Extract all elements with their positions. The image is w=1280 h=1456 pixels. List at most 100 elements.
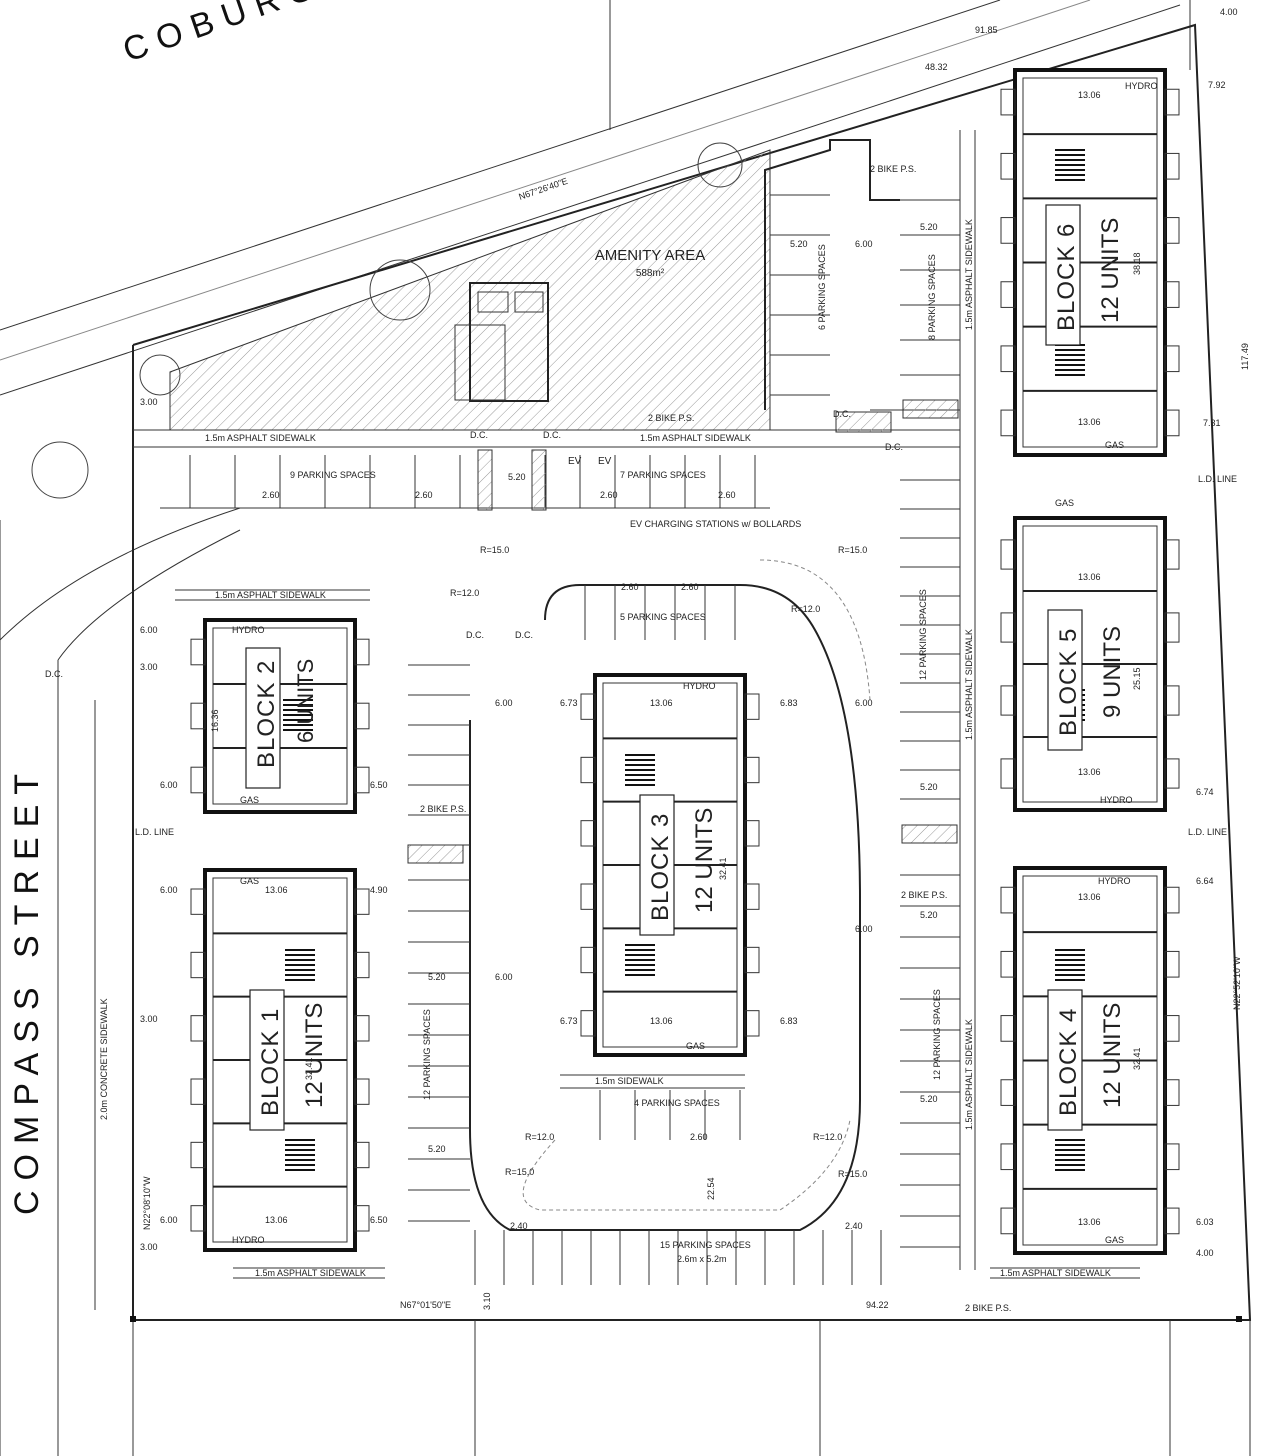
porch	[1000, 950, 1016, 978]
svg-text:1.5m ASPHALT SIDEWALK: 1.5m ASPHALT SIDEWALK	[215, 590, 326, 600]
svg-text:GAS: GAS	[1055, 498, 1074, 508]
block-4-label: BLOCK 4 12 UNITS	[1047, 989, 1126, 1131]
svg-text:32.41: 32.41	[718, 857, 728, 880]
svg-text:6.00: 6.00	[160, 780, 178, 790]
central-loop: R=15.0 R=12.0 R=15.0 R=12.0 R=12.0 R=15.…	[450, 545, 871, 1231]
svg-text:2 BIKE P.S.: 2 BIKE P.S.	[965, 1303, 1011, 1313]
amenity-area-size: 588m²	[636, 268, 665, 279]
stair-icon	[1055, 149, 1085, 181]
porch	[190, 1205, 206, 1232]
porch	[354, 888, 370, 915]
svg-text:N67°01'50"E: N67°01'50"E	[400, 1300, 451, 1310]
svg-text:N22°52'10"W: N22°52'10"W	[1232, 956, 1242, 1010]
svg-text:GAS: GAS	[240, 795, 259, 805]
porch	[1164, 685, 1180, 716]
porch	[1000, 281, 1016, 308]
svg-text:6.00: 6.00	[495, 698, 513, 708]
svg-text:32.41: 32.41	[1132, 1047, 1142, 1070]
svg-text:2 BIKE P.S.: 2 BIKE P.S.	[420, 804, 466, 814]
svg-text:GAS: GAS	[240, 876, 259, 886]
porch	[354, 1205, 370, 1232]
svg-text:12 PARKING SPACES: 12 PARKING SPACES	[918, 589, 928, 680]
stair-icon	[625, 944, 655, 976]
svg-text:BLOCK 6: BLOCK 6	[1053, 223, 1080, 331]
porch	[744, 756, 760, 784]
svg-text:2.60: 2.60	[600, 490, 618, 500]
svg-text:2.40: 2.40	[845, 1221, 863, 1231]
tree-icon	[31, 142, 743, 499]
buildings	[190, 68, 1180, 1255]
north-sidewalk: 1.5m ASPHALT SIDEWALK 1.5m ASPHALT SIDEW…	[133, 429, 960, 448]
svg-text:2.6m x 5.2m: 2.6m x 5.2m	[677, 1254, 727, 1264]
porch	[1000, 217, 1016, 244]
svg-text:EV: EV	[598, 456, 612, 467]
svg-text:R=15.0: R=15.0	[480, 545, 509, 555]
svg-text:GAS: GAS	[1105, 1235, 1124, 1245]
svg-text:12 UNITS: 12 UNITS	[301, 1003, 328, 1108]
svg-text:13.06: 13.06	[1078, 767, 1101, 777]
porch	[744, 820, 760, 847]
porch	[190, 766, 206, 794]
svg-text:12 UNITS: 12 UNITS	[691, 808, 718, 913]
svg-text:2.60: 2.60	[718, 490, 736, 500]
svg-text:5.20: 5.20	[508, 472, 526, 482]
svg-text:3.00: 3.00	[140, 1242, 158, 1252]
svg-text:GAS: GAS	[686, 1041, 705, 1051]
svg-text:5.20: 5.20	[428, 972, 446, 982]
svg-text:HYDRO: HYDRO	[1098, 876, 1131, 886]
svg-text:6.64: 6.64	[1196, 876, 1214, 886]
svg-text:HYDRO: HYDRO	[683, 681, 716, 691]
porch	[1164, 1079, 1180, 1106]
porch	[1000, 1207, 1016, 1235]
svg-text:1.5m ASPHALT SIDEWALK: 1.5m ASPHALT SIDEWALK	[640, 433, 751, 443]
svg-text:94.22: 94.22	[866, 1300, 889, 1310]
svg-text:7.92: 7.92	[1208, 80, 1226, 90]
west-road-lines	[0, 507, 470, 1456]
porch	[354, 1015, 370, 1042]
block-6-label: BLOCK 6 12 UNITS	[1045, 204, 1124, 346]
svg-text:D.C.: D.C.	[543, 430, 561, 440]
street-name-west: COMPASS STREET	[8, 764, 46, 1215]
svg-text:HYDRO: HYDRO	[232, 1235, 265, 1245]
stair-icon	[283, 699, 313, 731]
svg-text:L.D. LINE: L.D. LINE	[1198, 474, 1237, 484]
svg-text:N67°26'40"E: N67°26'40"E	[517, 176, 569, 202]
porch	[1164, 950, 1180, 978]
svg-text:3.00: 3.00	[140, 1014, 158, 1024]
svg-text:6.00: 6.00	[855, 239, 873, 249]
svg-text:4.00: 4.00	[1220, 7, 1238, 17]
porch	[354, 1078, 370, 1105]
stair-icon	[285, 1139, 315, 1171]
svg-text:2 BIKE P.S.: 2 BIKE P.S.	[901, 890, 947, 900]
svg-text:13.06: 13.06	[1078, 90, 1101, 100]
svg-text:5.20: 5.20	[428, 1144, 446, 1154]
svg-text:2.40: 2.40	[510, 1221, 528, 1231]
building-inner-wall	[212, 627, 348, 805]
east-sidewalk: 1.5m ASPHALT SIDEWALK 1.5m ASPHALT SIDEW…	[959, 130, 976, 1270]
side-parking-rows: 5 PARKING SPACES 4 PARKING SPACES 15 PAR…	[407, 413, 1011, 1313]
svg-text:5.20: 5.20	[790, 239, 808, 249]
svg-text:6.73: 6.73	[560, 698, 578, 708]
svg-text:12 UNITS: 12 UNITS	[1097, 218, 1124, 323]
porch	[190, 1015, 206, 1042]
svg-text:6.00: 6.00	[160, 1215, 178, 1225]
svg-text:4.90: 4.90	[370, 885, 388, 895]
porch	[1164, 1143, 1180, 1171]
svg-text:HYDRO: HYDRO	[232, 625, 265, 635]
porch	[1164, 409, 1180, 437]
stair-icon	[1055, 949, 1085, 981]
svg-text:R=15.0: R=15.0	[505, 1167, 534, 1177]
svg-text:1.5m ASPHALT SIDEWALK: 1.5m ASPHALT SIDEWALK	[964, 219, 974, 330]
svg-text:6.03: 6.03	[1196, 1217, 1214, 1227]
porch	[744, 1010, 760, 1037]
svg-text:6.83: 6.83	[780, 1016, 798, 1026]
porch	[580, 820, 596, 847]
svg-text:12 PARKING SPACES: 12 PARKING SPACES	[932, 989, 942, 1080]
svg-text:R=12.0: R=12.0	[791, 604, 820, 614]
svg-text:2 BIKE P.S.: 2 BIKE P.S.	[870, 164, 916, 174]
porch	[1164, 88, 1180, 116]
svg-text:HYDRO: HYDRO	[1125, 81, 1158, 91]
svg-text:1.5m ASPHALT SIDEWALK: 1.5m ASPHALT SIDEWALK	[205, 433, 316, 443]
svg-text:15 PARKING SPACES: 15 PARKING SPACES	[660, 1240, 751, 1250]
svg-text:117.49: 117.49	[1240, 343, 1250, 370]
